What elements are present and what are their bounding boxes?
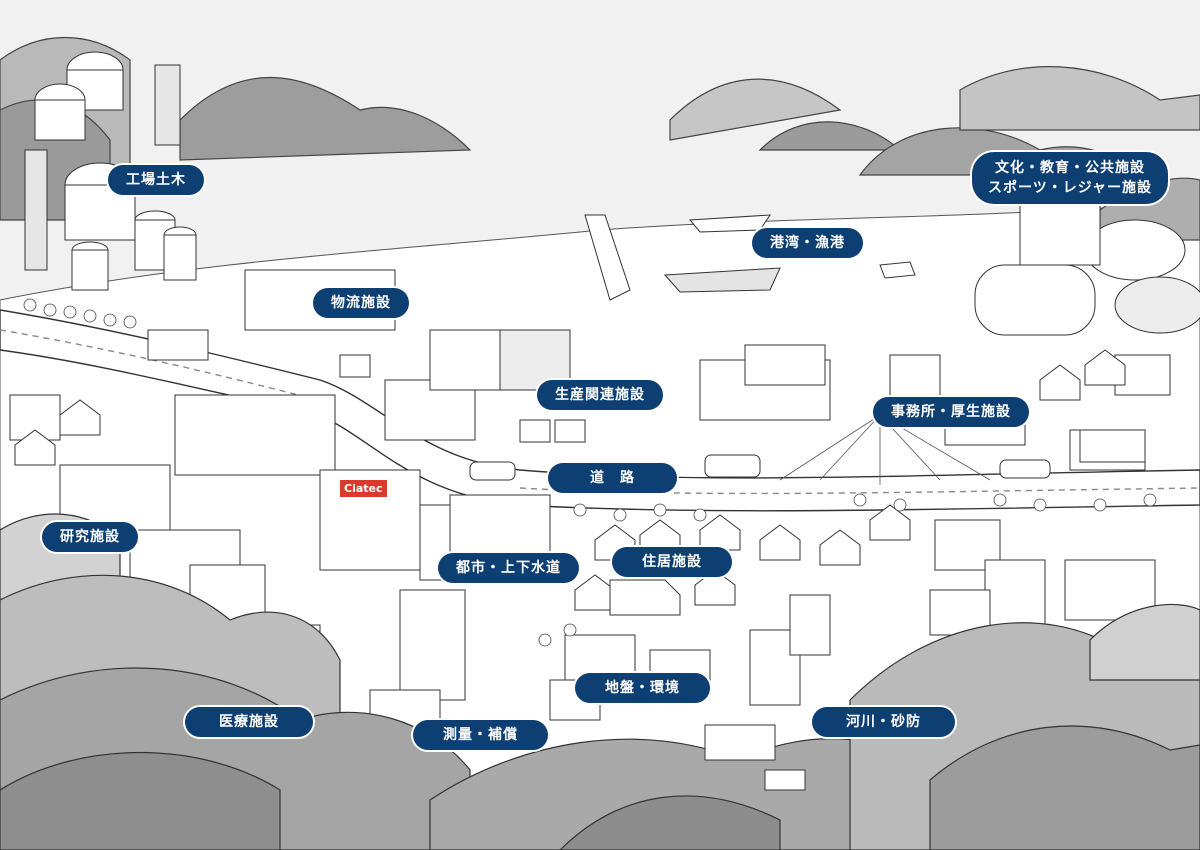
trees bbox=[23, 298, 1157, 647]
foreground-mountains bbox=[0, 513, 1200, 850]
ships bbox=[584, 214, 916, 301]
label-ground-env-text: 地盤・環境 bbox=[605, 680, 680, 696]
label-urban-water[interactable]: 都市・上下水道 bbox=[438, 553, 579, 583]
factory-tanks bbox=[24, 51, 197, 291]
stadium bbox=[974, 194, 1200, 336]
label-road-text: 道 路 bbox=[590, 470, 635, 486]
label-logistics-text: 物流施設 bbox=[331, 295, 391, 311]
label-research[interactable]: 研究施設 bbox=[42, 522, 138, 552]
label-port[interactable]: 港湾・漁港 bbox=[752, 228, 863, 258]
label-river[interactable]: 河川・砂防 bbox=[812, 707, 955, 737]
label-production-text: 生産関連施設 bbox=[555, 387, 645, 403]
label-culture[interactable]: 文化・教育・公共施設 スポーツ・レジャー施設 bbox=[972, 152, 1169, 204]
label-culture-line2: スポーツ・レジャー施設 bbox=[988, 180, 1153, 196]
label-logistics[interactable]: 物流施設 bbox=[313, 288, 409, 318]
ciatec-brand: Ciatec bbox=[344, 482, 383, 495]
label-research-text: 研究施設 bbox=[60, 529, 120, 545]
label-factory-text: 工場土木 bbox=[126, 172, 186, 188]
label-survey[interactable]: 測量・補償 bbox=[413, 720, 548, 750]
label-road[interactable]: 道 路 bbox=[548, 463, 677, 493]
label-survey-text: 測量・補償 bbox=[443, 727, 518, 743]
label-housing[interactable]: 住居施設 bbox=[612, 547, 732, 577]
label-medical-text: 医療施設 bbox=[219, 714, 279, 730]
ciatec-sign: Ciatec bbox=[340, 480, 387, 497]
vehicles bbox=[147, 329, 1146, 481]
label-medical[interactable]: 医療施設 bbox=[185, 707, 313, 737]
label-office-text: 事務所・厚生施設 bbox=[891, 404, 1011, 420]
label-culture-line1: 文化・教育・公共施設 bbox=[995, 160, 1146, 176]
dam bbox=[704, 724, 806, 791]
label-river-text: 河川・砂防 bbox=[846, 714, 921, 730]
label-factory[interactable]: 工場土木 bbox=[108, 165, 204, 195]
label-production[interactable]: 生産関連施設 bbox=[537, 380, 663, 410]
label-office[interactable]: 事務所・厚生施設 bbox=[873, 397, 1029, 427]
label-housing-text: 住居施設 bbox=[642, 554, 702, 570]
label-port-text: 港湾・漁港 bbox=[770, 235, 845, 251]
label-urban-water-text: 都市・上下水道 bbox=[456, 560, 561, 576]
label-ground-env[interactable]: 地盤・環境 bbox=[575, 673, 710, 703]
houses bbox=[14, 349, 1126, 616]
